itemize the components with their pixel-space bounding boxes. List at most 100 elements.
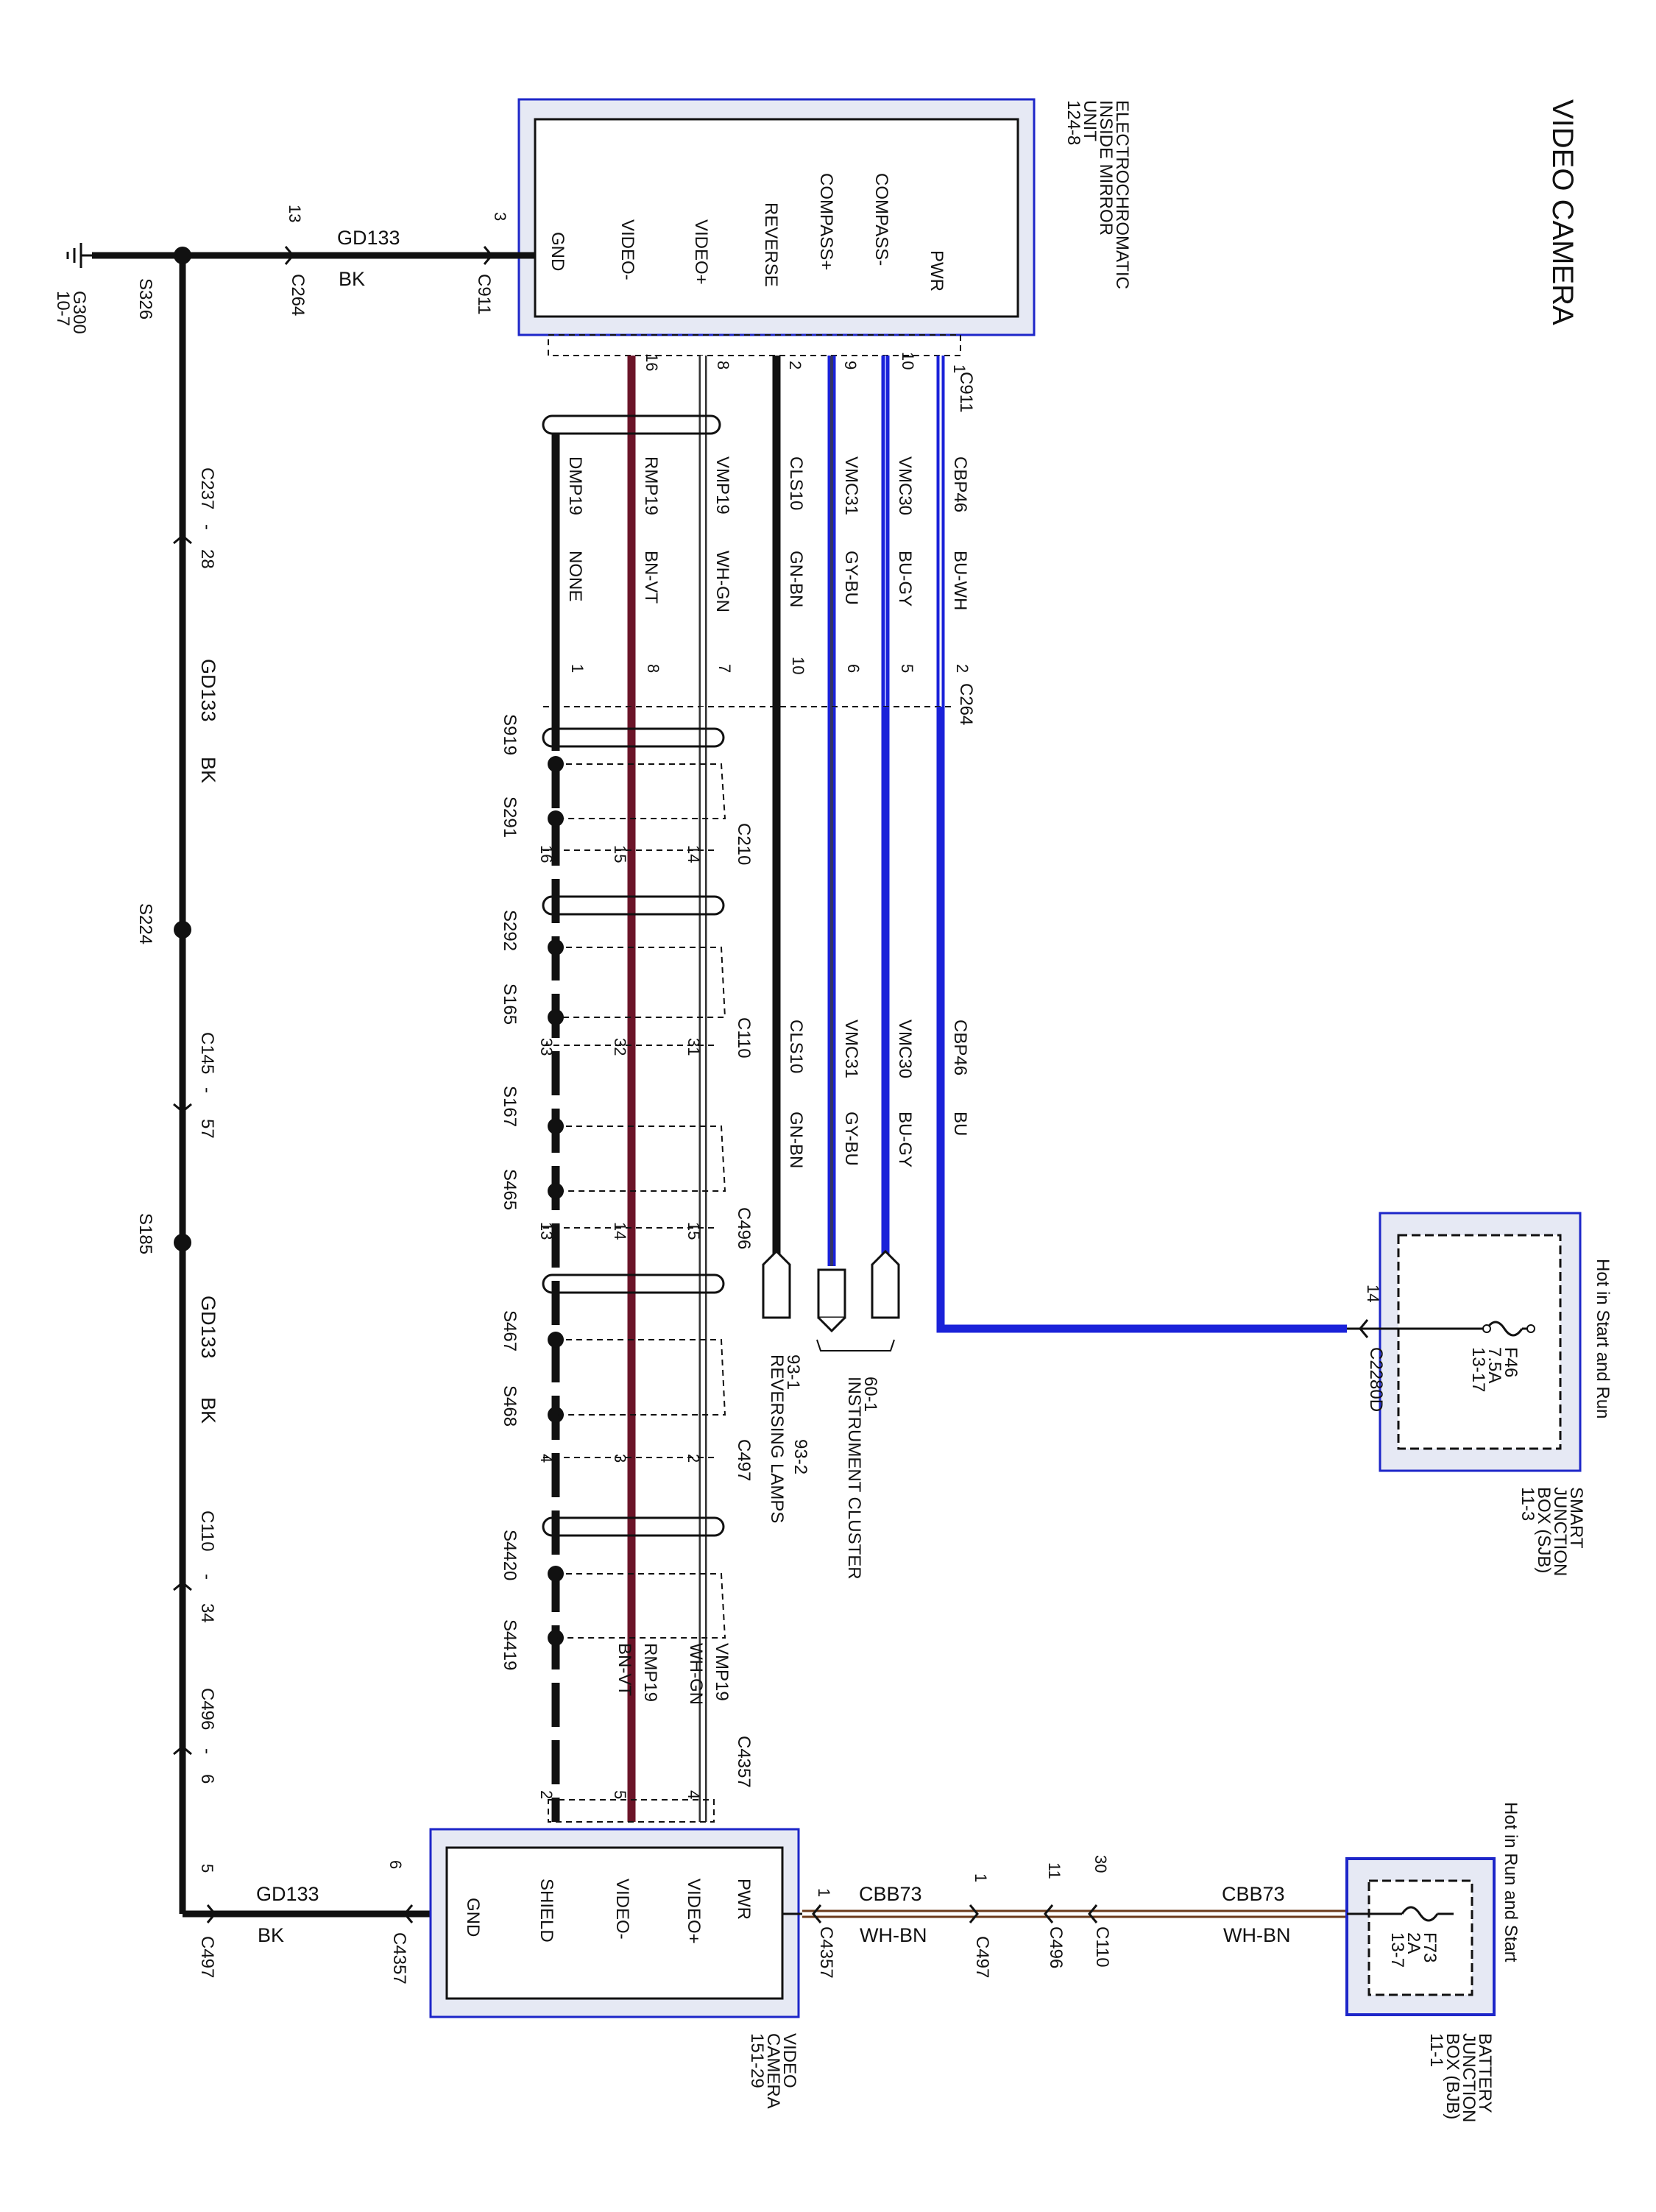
- mirror-pin-numbers: 1 10 9 2 8 16 3: [491, 212, 969, 373]
- wire-vmp19-color: WH-GN: [712, 551, 732, 612]
- video-camera-module: PWR VIDEO+ VIDEO- SHIELD GND VIDEO CAMER…: [429, 1828, 802, 2109]
- sjb-name-2: JUNCTION: [1550, 1487, 1570, 1576]
- wire-rmp19-bottom-circuit: RMP19: [640, 1643, 660, 1702]
- wire-vmp19-bottom-circuit: VMP19: [712, 1643, 732, 1701]
- wire-vmc30-circuit: VMC30: [895, 456, 915, 515]
- c210-pin-rmp19: 15: [611, 845, 629, 863]
- c4357-shield-label: C4357: [734, 1736, 754, 1788]
- dest-cluster-ref: 60-1: [860, 1377, 880, 1412]
- camera-pin-pwr: PWR: [734, 1879, 754, 1920]
- bjb-name-2: JUNCTION: [1459, 2033, 1479, 2122]
- sjb-name-4: 11-3: [1518, 1487, 1538, 1521]
- pf-c4357-pin: 1: [815, 1888, 833, 1897]
- wire-vmc31-mid-circuit: VMC31: [841, 1020, 861, 1078]
- wire-cbp46-color: BU-WH: [950, 551, 970, 610]
- splice-s291: S291: [500, 796, 520, 838]
- c4357-pin-dmp19: 2: [537, 1790, 556, 1799]
- wire-cls10-mid-circuit: CLS10: [786, 1020, 806, 1073]
- c210-pin-vmp19: 14: [684, 845, 703, 863]
- ground-c237-dash: -: [197, 524, 217, 530]
- c264-pin-dmp19: 1: [568, 664, 587, 673]
- wire-cbp46-circuit: CBP46: [950, 456, 970, 512]
- ground-bottom-circuit: GD133: [256, 1883, 319, 1905]
- splice-s292: S292: [500, 910, 520, 951]
- pf-c497-label: C497: [972, 1936, 992, 1978]
- c110-pin-vmp19: 31: [684, 1038, 703, 1056]
- sjb-pin: 14: [1364, 1285, 1382, 1302]
- c210-pin-dmp19: 16: [537, 845, 556, 863]
- c264-pin-cls10: 10: [789, 657, 807, 674]
- splice-s4420: S4420: [500, 1530, 520, 1580]
- mirror-pin-compass-plus: COMPASS+: [816, 173, 836, 270]
- wire-rmp19-circuit: RMP19: [641, 456, 661, 515]
- mirror-pin-num-pwr: 1: [950, 364, 969, 373]
- wire-rmp19-bottom-color: BN-VT: [615, 1643, 634, 1696]
- ground-c496-pin: 6: [197, 1774, 217, 1784]
- mirror-pin-num-compass-minus: 10: [899, 352, 917, 370]
- c264-connector-label: C264: [956, 683, 976, 725]
- ground-wire-circuit-2: GD133: [197, 659, 219, 722]
- sjb-name-1: SMART: [1566, 1487, 1586, 1549]
- pf-c4357-label: C4357: [816, 1926, 836, 1979]
- bjb-ref: 13-7: [1387, 1932, 1407, 1968]
- mid-wires: CBP46 BU VMC30 BU-GY VMC31 GY-BU CLS10 G…: [762, 707, 1347, 1580]
- c264-pin-vmc30: 5: [898, 664, 916, 673]
- diagram-title: VIDEO CAMERA: [1546, 99, 1579, 325]
- splice-s167: S167: [500, 1086, 520, 1127]
- wire-vmc31-mid-color: GY-BU: [841, 1112, 861, 1166]
- wire-vmc30-mid-circuit: VMC30: [895, 1020, 915, 1078]
- ground-point-ref: 10-7: [53, 291, 73, 326]
- sjb-amps: 7.5A: [1485, 1347, 1504, 1383]
- c4357-pin-vmp19: 4: [684, 1790, 703, 1799]
- wire-dmp19-circuit: DMP19: [565, 456, 585, 515]
- bjb-name-3: BOX (BJB): [1443, 2033, 1462, 2119]
- splice-s465: S465: [500, 1169, 520, 1210]
- mirror-name-3: UNIT: [1080, 100, 1100, 141]
- c496-pin-dmp19: 13: [537, 1222, 556, 1240]
- ground-c237-pin: 28: [197, 549, 217, 569]
- c110-pin-dmp19: 33: [537, 1038, 556, 1056]
- ground-wire-color-2: BK: [197, 757, 219, 783]
- splice-s467: S467: [500, 1310, 520, 1351]
- splice-s224: S224: [135, 903, 155, 944]
- ground-bottom-pin: 5: [198, 1864, 216, 1873]
- ground-circuit: GD133 BK 13 C264 C911 S326 G300 10-7 C23…: [53, 205, 535, 1985]
- pf-c496-pin: 11: [1045, 1862, 1064, 1879]
- c497-pin-rmp19: 3: [611, 1454, 629, 1463]
- mirror-pin-gnd: GND: [548, 232, 567, 271]
- wire-vmc30-mid-color: BU-GY: [895, 1112, 915, 1167]
- mirror-pin-num-video-minus: 16: [643, 353, 661, 371]
- ground-wire-color: BK: [339, 268, 365, 290]
- smart-junction-box: Hot in Start and Run F46 7.5A 13-17 14 C…: [1347, 1212, 1613, 1576]
- ground-point-g300: G300: [69, 291, 89, 334]
- wire-vmp19-bottom-color: WH-GN: [686, 1643, 706, 1705]
- battery-junction-box: Hot in Run and Start F73 2A 13-7 BATTERY…: [1345, 1802, 1521, 2122]
- dest-reversing-label: REVERSING LAMPS: [767, 1354, 787, 1523]
- mirror-pin-num-video-plus: 8: [714, 361, 732, 370]
- c110-label: C110: [734, 1017, 754, 1059]
- bjb-amps: 2A: [1404, 1932, 1423, 1954]
- dest-reversing-ref2: 93-2: [790, 1439, 810, 1474]
- splice-s165: S165: [500, 983, 520, 1025]
- wire-vmc31-circuit: VMC31: [841, 456, 861, 515]
- c264-pin-cbp46: 2: [953, 664, 972, 673]
- pf-color-1: WH-BN: [860, 1924, 927, 1946]
- sjb-hot-label: Hot in Start and Run: [1593, 1259, 1613, 1418]
- wire-cls10-color: GN-BN: [786, 551, 806, 607]
- camera-name-3: 151-29: [747, 2033, 767, 2088]
- ground-bottom-color: BK: [258, 1924, 284, 1946]
- wire-cbp46-mid-circuit: CBP46: [950, 1020, 970, 1075]
- pf-circuit-2: CBB73: [1222, 1883, 1285, 1905]
- bjb-fuse: F73: [1420, 1932, 1440, 1962]
- camera-pin-shield: SHIELD: [537, 1879, 556, 1943]
- bjb-name-4: 11-1: [1426, 2033, 1446, 2067]
- ground-c110-label: C110: [197, 1510, 217, 1552]
- splice-s919: S919: [500, 714, 520, 755]
- wire-cls10-circuit: CLS10: [786, 456, 806, 510]
- mirror-pin-video-plus: VIDEO+: [691, 219, 711, 285]
- mirror-pin-num-compass-plus: 9: [841, 361, 860, 370]
- ground-camera-connector: C4357: [389, 1932, 409, 1985]
- wire-vmp19-circuit: VMP19: [712, 456, 732, 515]
- dest-reversing-ref1: 93-1: [783, 1354, 803, 1390]
- ground-camera-pin: 6: [386, 1860, 405, 1869]
